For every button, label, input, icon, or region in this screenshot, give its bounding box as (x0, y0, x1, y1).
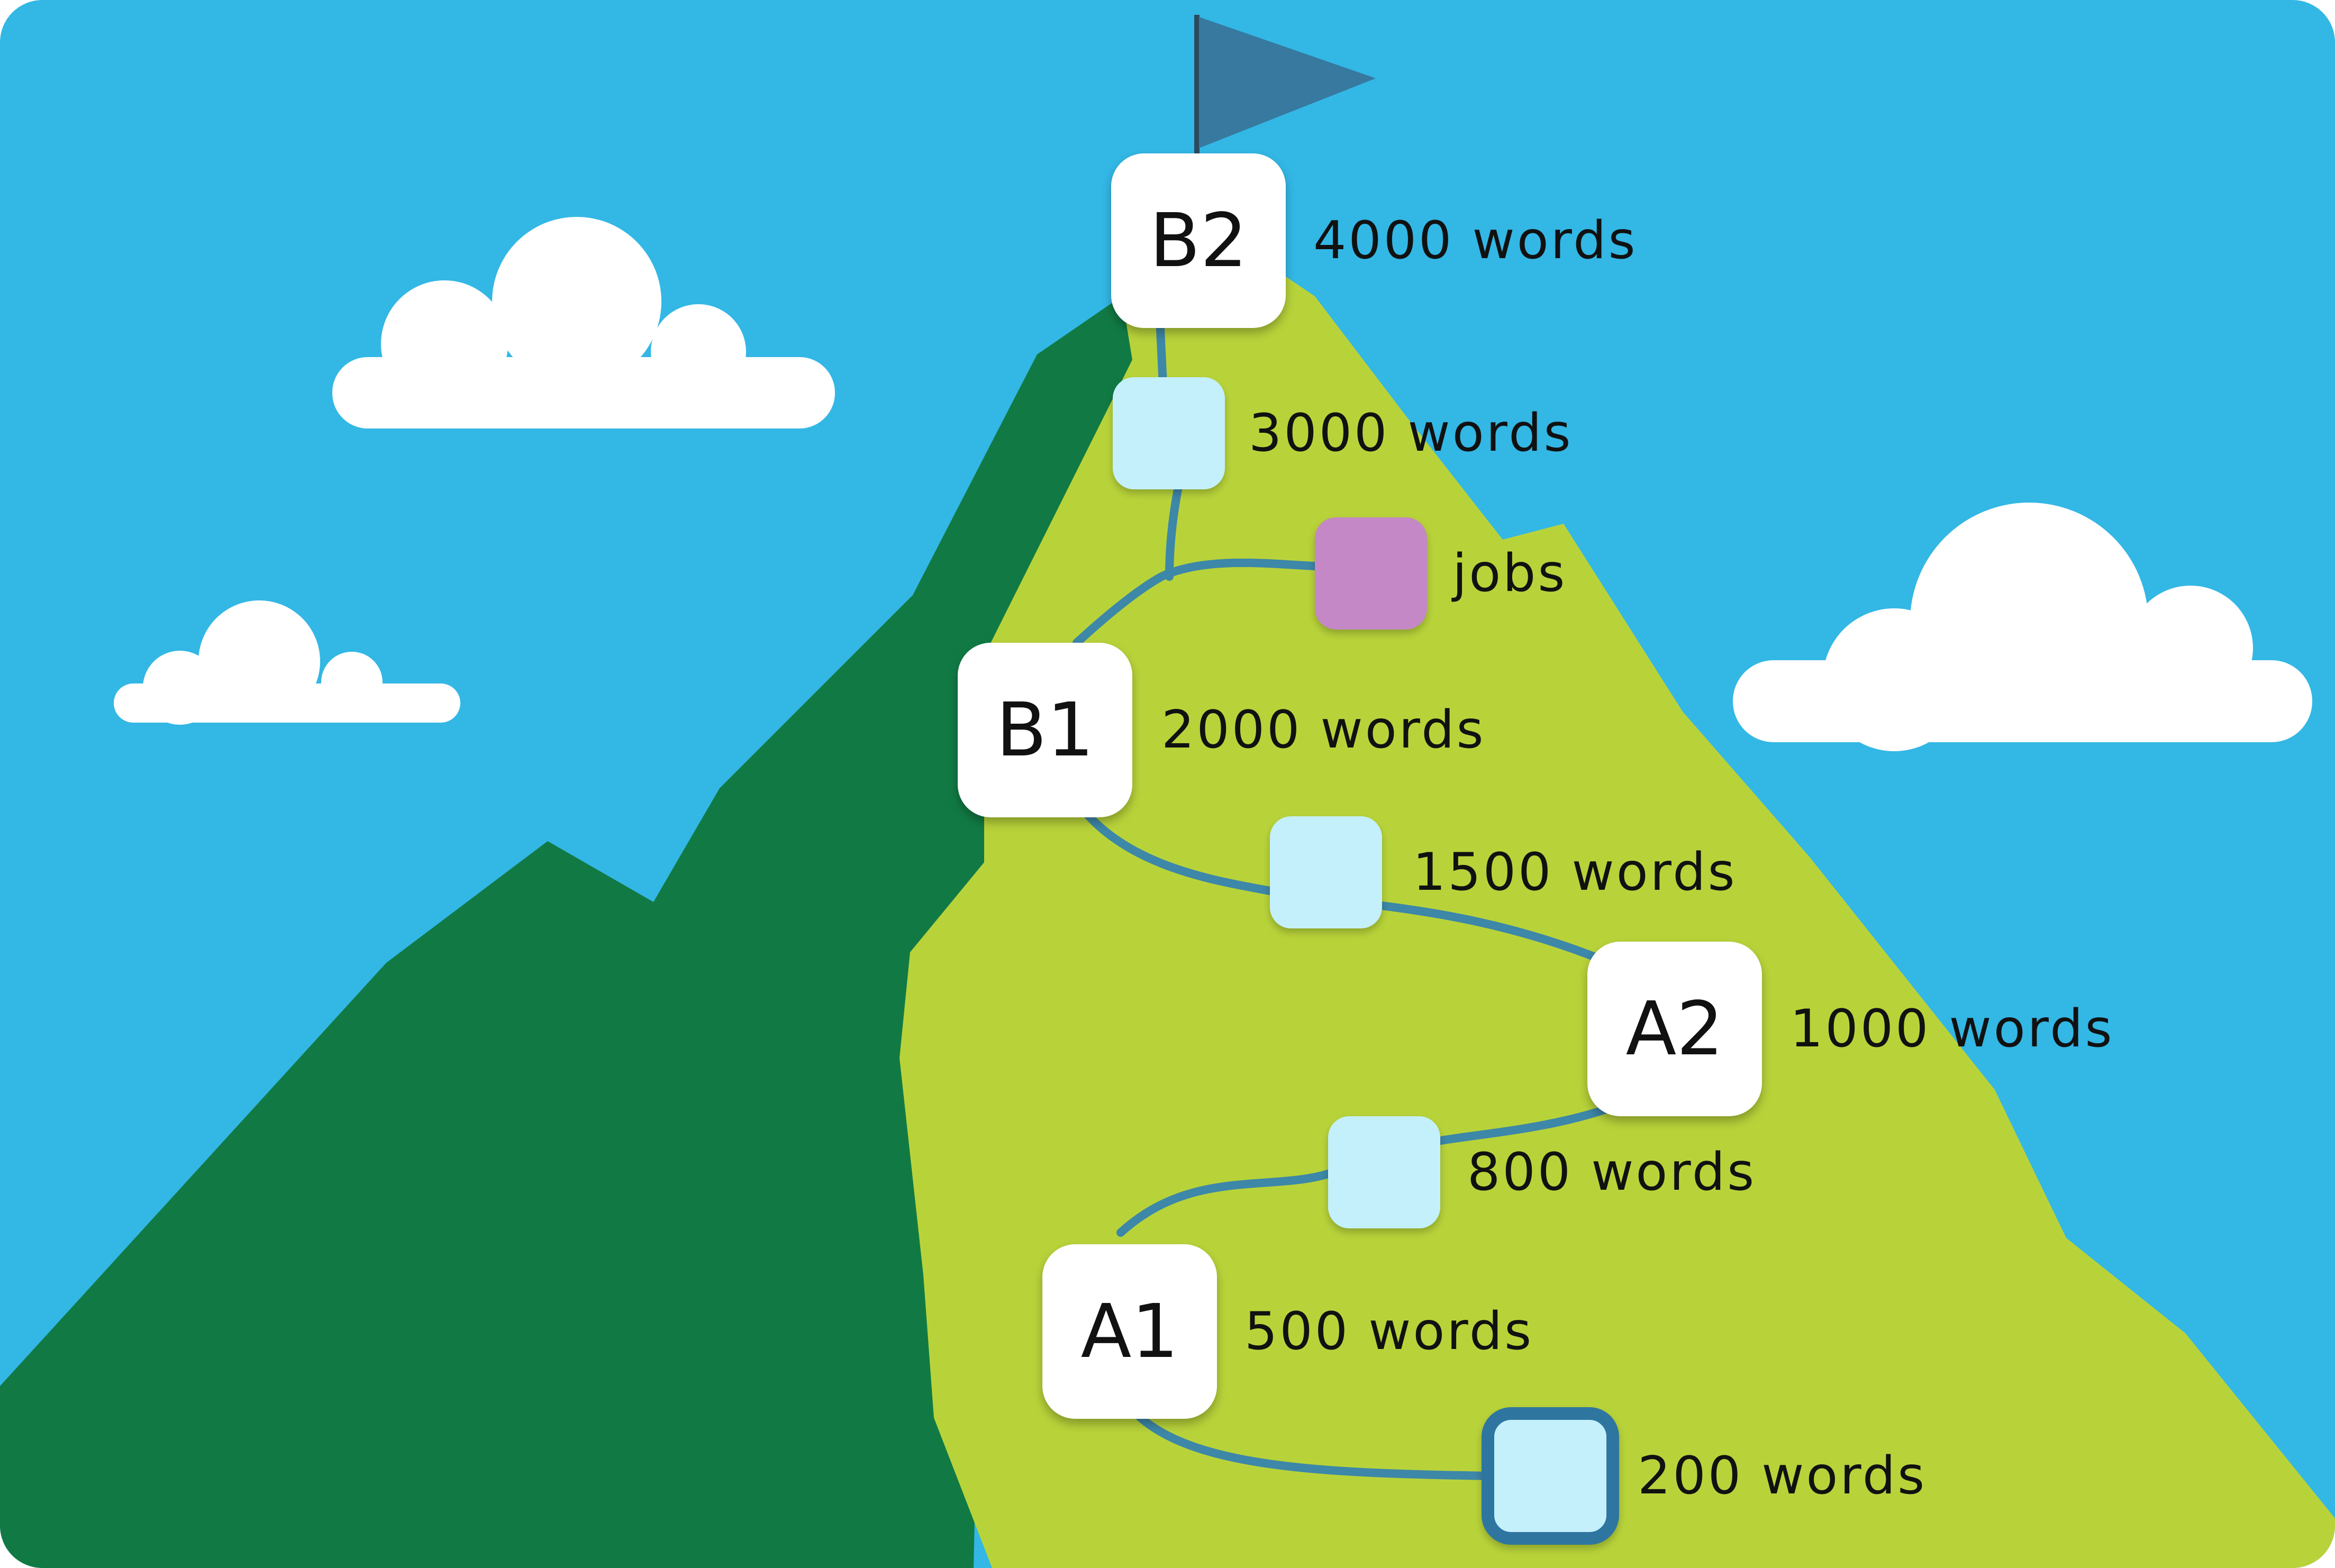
node-b2-title: B2 (1149, 197, 1248, 284)
node-b1-title: B1 (996, 687, 1094, 773)
node-w800 (1328, 1116, 1440, 1228)
route-path (1073, 292, 1666, 1480)
node-jobs-label: jobs (1452, 543, 1567, 604)
node-w200 (1482, 1407, 1619, 1545)
node-b1: B1 (958, 643, 1132, 817)
node-w3000-label: 3000 words (1249, 403, 1573, 463)
node-w200-label: 200 words (1638, 1446, 1927, 1506)
node-a1-title: A1 (1080, 1288, 1179, 1375)
node-w3000 (1113, 377, 1225, 489)
mountain-light (900, 241, 2335, 1568)
mountain-dark (0, 296, 1148, 1568)
cloud-right (1733, 503, 2312, 751)
node-b2-label: 4000 words (1313, 211, 1638, 271)
flag-icon (1199, 17, 1376, 148)
node-b2: B2 (1111, 153, 1286, 328)
cloud-top-left (332, 217, 835, 429)
node-a2: A2 (1587, 942, 1762, 1116)
node-w1500-label: 1500 words (1413, 842, 1737, 902)
node-a1: A1 (1042, 1244, 1217, 1419)
cloud-middle-left (114, 600, 460, 725)
node-jobs (1315, 517, 1427, 630)
node-a2-label: 1000 words (1790, 999, 2114, 1059)
node-w800-label: 800 words (1467, 1142, 1757, 1202)
node-a1-label: 500 words (1244, 1301, 1534, 1362)
node-a2-title: A2 (1625, 986, 1724, 1072)
node-b1-label: 2000 words (1161, 700, 1486, 760)
node-w1500 (1270, 816, 1382, 928)
